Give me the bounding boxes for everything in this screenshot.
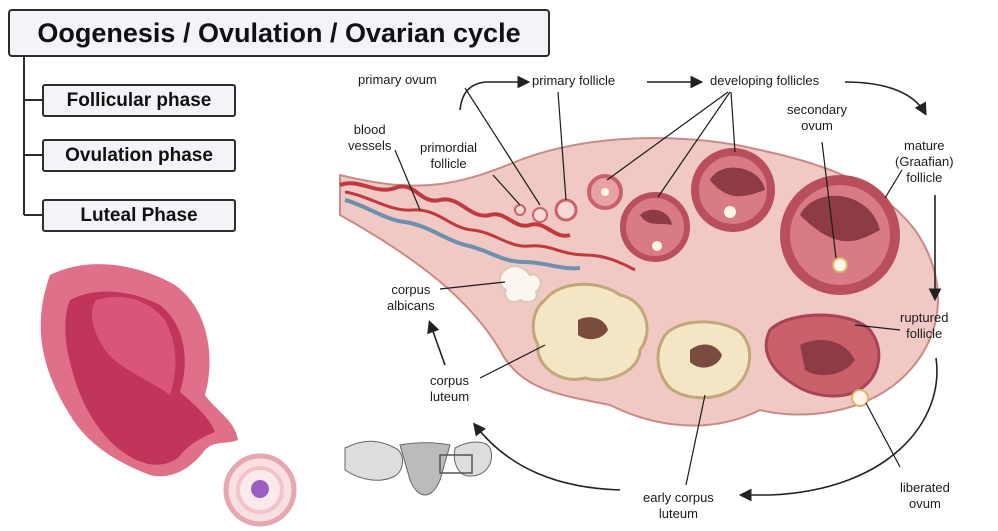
label-early-corpus-luteum: early corpus luteum [643,490,714,521]
label-corpus-albicans: corpus albicans [387,282,435,313]
phase-ovulation: Ovulation phase [42,139,236,172]
label-liberated-ovum: liberated ovum [900,480,950,511]
label-mature-follicle: mature (Graafian) follicle [895,138,954,185]
label-ruptured-follicle: ruptured follicle [900,310,949,341]
uterus-illustration [40,264,238,477]
label-developing-follicles: developing follicles [710,73,820,88]
label-secondary-ovum: secondary ovum [787,102,847,133]
label-corpus-luteum: corpus luteum [430,373,470,404]
label-blood-vessels: blood vessels [348,122,392,153]
label-primary-follicle: primary follicle [532,73,616,88]
body-outline-icon [344,440,493,496]
label-primordial-follicle: primordial follicle [420,140,478,171]
ovum-cell-icon [223,453,297,527]
page-title: Oogenesis / Ovulation / Ovarian cycle [8,9,550,57]
label-primary-ovum: primary ovum [358,72,437,87]
phase-luteal: Luteal Phase [42,199,236,232]
phase-follicular: Follicular phase [42,84,236,117]
